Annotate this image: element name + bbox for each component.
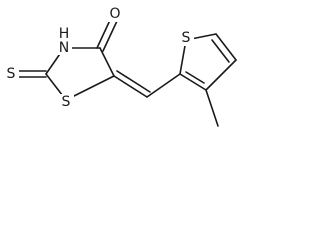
molecule-structure: S H N O S S [3,6,237,127]
bond-c5t-c4t-2 [211,39,230,63]
bond-c3t-c2t-1 [179,73,207,91]
bond-c5-ch-1 [113,75,148,98]
atom-nh-h: H [59,26,70,42]
atom-ring-s: S [62,94,71,110]
bond-ch-c2t [146,73,181,98]
atom-carbonyl-o: O [109,6,120,22]
atom-thione-s: S [7,66,16,82]
molecule-canvas: S H N O S S [0,0,246,144]
atom-n: N [59,40,69,56]
bond-c4-o-1 [96,17,112,49]
bond-c4-c5 [99,47,115,77]
bond-c4-o-2 [102,20,118,52]
bond-c5t-c4t-1 [215,33,237,61]
bond-c5-ch-2 [116,70,151,93]
bond-c3t-methyl [205,89,219,127]
atom-thiophene-s: S [182,30,191,46]
bond-c4t-c3t [205,59,237,91]
bond-c3t-c2t-2 [185,71,205,84]
